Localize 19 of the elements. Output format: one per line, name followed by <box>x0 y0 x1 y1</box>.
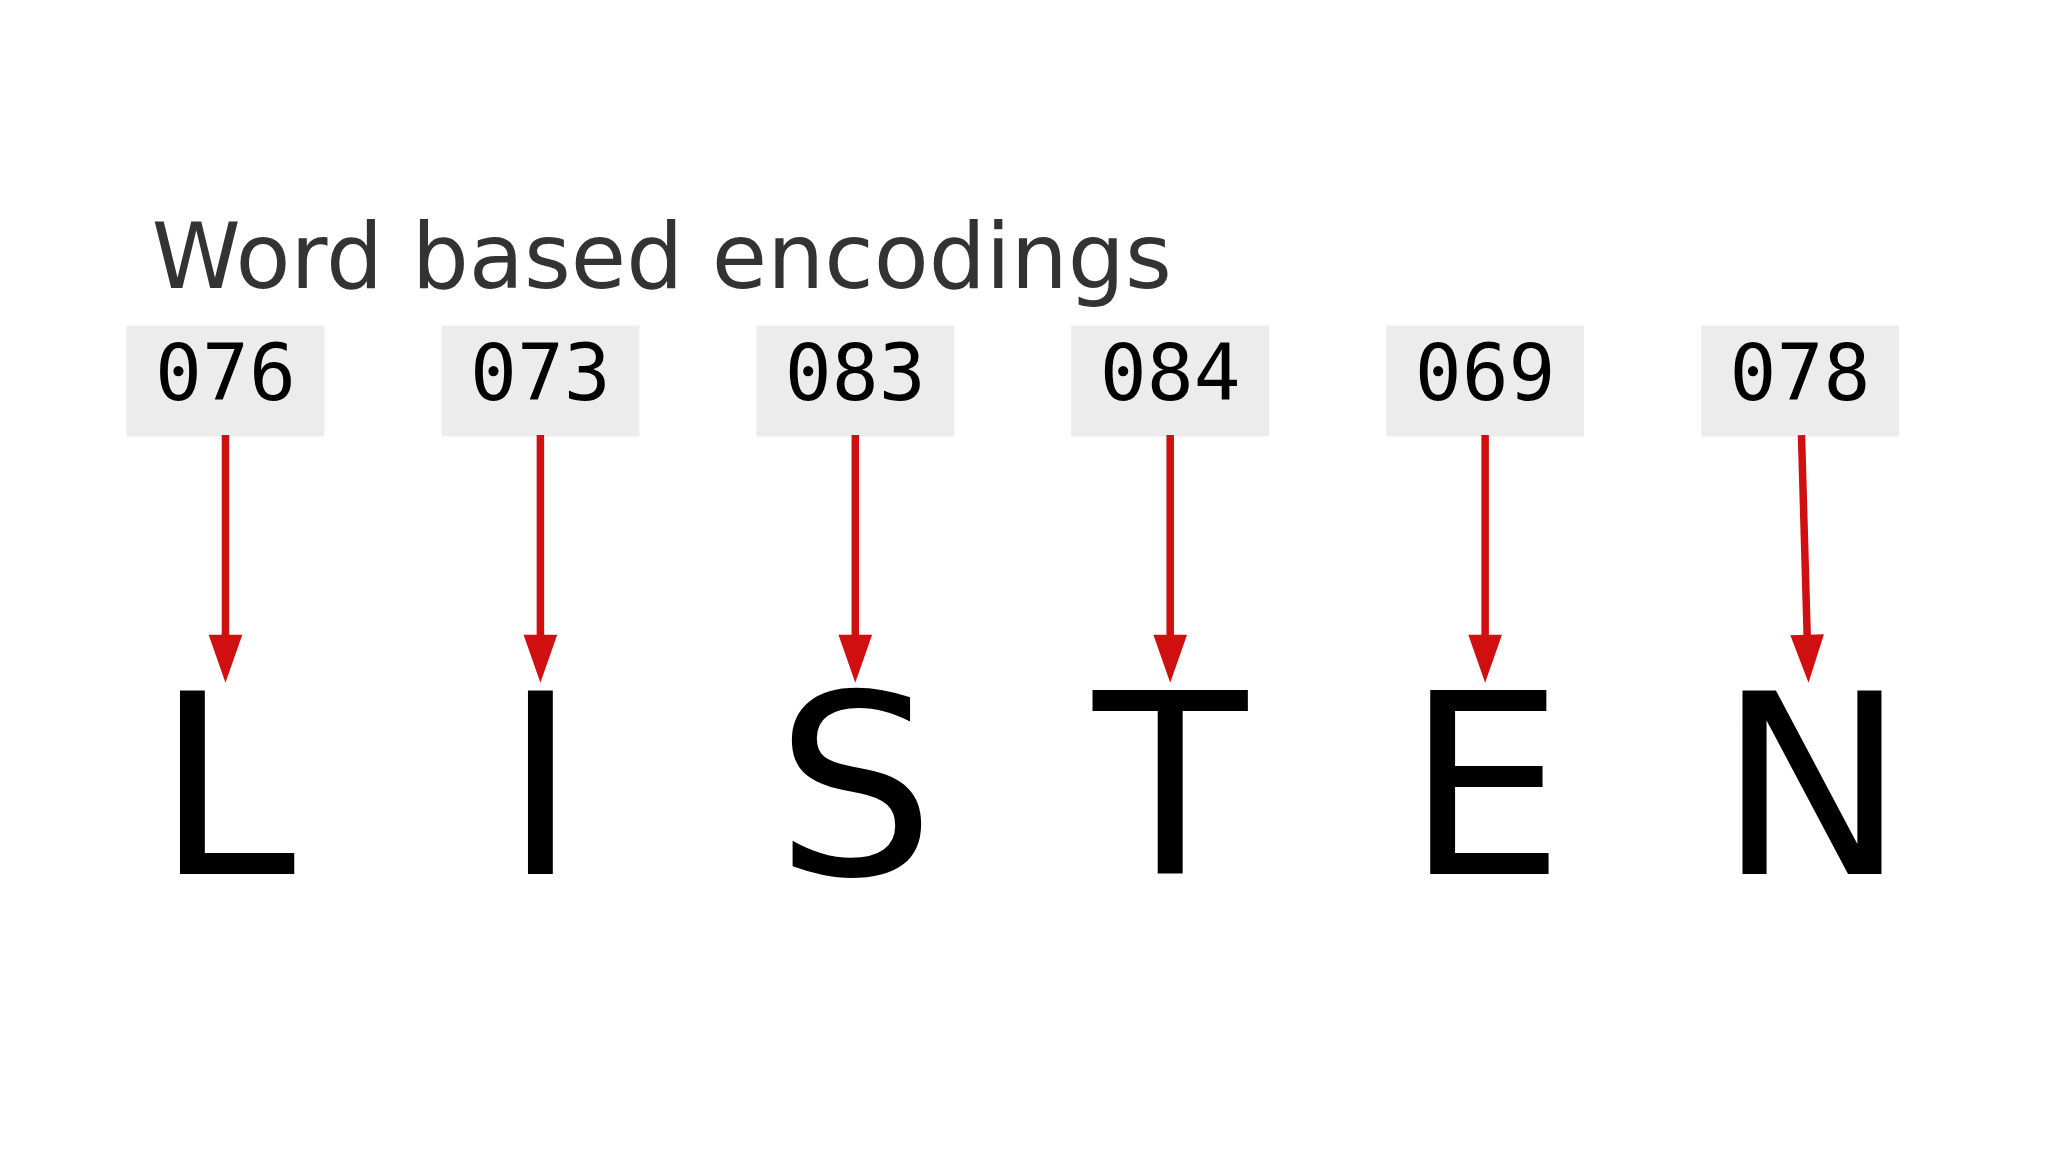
node-box: 073 <box>441 325 640 437</box>
node-text: I <box>503 639 578 933</box>
node-text: E <box>1405 639 1565 933</box>
node-box: 084 <box>1071 325 1270 437</box>
node-box: 076 <box>126 325 325 437</box>
node-box: 069 <box>1386 325 1585 437</box>
arrow <box>523 435 558 683</box>
node-text: N <box>1717 639 1907 933</box>
node-text: T <box>1093 639 1248 933</box>
node-box: 078 <box>1701 325 1899 437</box>
node-text: L <box>155 639 296 933</box>
arrow <box>838 435 873 683</box>
arrow <box>1468 435 1502 683</box>
arrow <box>1790 434 1824 683</box>
node-box: 083 <box>756 325 955 437</box>
arrow <box>1153 435 1188 683</box>
node-text: S <box>775 639 936 933</box>
arrow <box>208 435 243 683</box>
diagram-title: Word based encodings <box>151 204 1172 310</box>
